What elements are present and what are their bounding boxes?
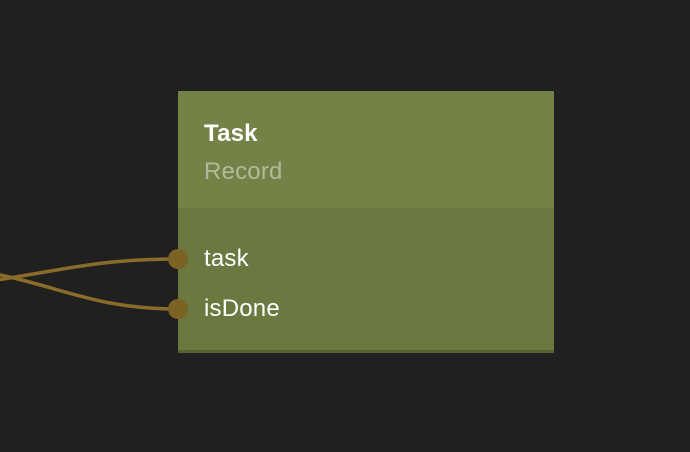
port-label-task: task (204, 245, 249, 272)
node-header[interactable]: Task Record (178, 91, 554, 208)
input-port-dot-isdone[interactable] (168, 299, 188, 319)
port-label-isdone: isDone (204, 295, 280, 322)
port-row-isdone: isDone (168, 284, 554, 334)
node-type-subtitle: Record (204, 158, 283, 185)
port-row-task: task (168, 234, 554, 284)
input-port-dot-task[interactable] (168, 249, 188, 269)
wire-to-task-port[interactable] (0, 257, 180, 282)
node-task-record[interactable]: Task Record task isDone (168, 91, 554, 353)
wire-to-isdone-port[interactable] (0, 273, 180, 311)
node-body: task isDone (168, 208, 554, 353)
node-title: Task (204, 120, 258, 147)
